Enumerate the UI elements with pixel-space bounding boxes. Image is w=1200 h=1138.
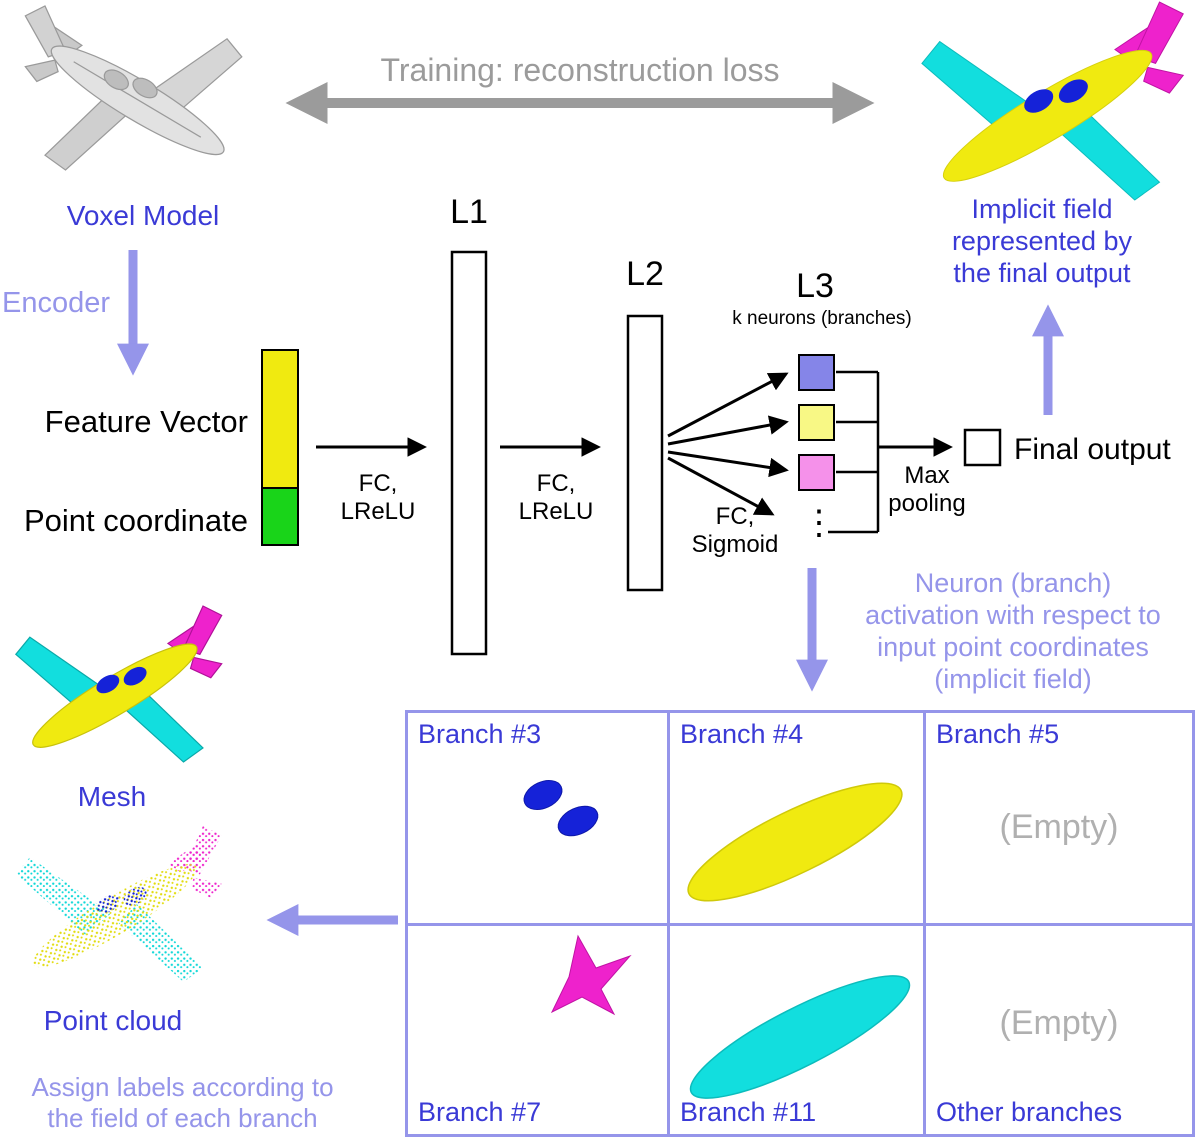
layer-l1-label: L1 [450, 193, 488, 231]
tail-stabilizer-shape [190, 877, 222, 898]
branch-arrow-3 [667, 450, 789, 478]
empty-label: (Empty) [999, 808, 1119, 846]
layer-l2-rect [626, 314, 664, 592]
voxel-model-label: Voxel Model [66, 200, 220, 231]
branch-square-purple [798, 354, 835, 391]
engine-shape [123, 886, 147, 906]
tail-stabilizer-shape [189, 656, 223, 679]
layer-l3-label: L3 [796, 267, 834, 305]
max-pooling-label: Max pooling [888, 462, 966, 518]
branch-cell-7: Branch #7 [408, 926, 670, 1134]
feature-vector-label: Feature Vector [44, 404, 248, 439]
engine-shape [523, 779, 563, 811]
fc-lrelu-label-1: FC, LReLU [340, 470, 416, 526]
vertical-ellipsis-icon: ⋮ [802, 504, 836, 542]
branch-cell-3: Branch #3 [408, 713, 670, 926]
fc-sigmoid-label: FC, Sigmoid [691, 503, 779, 559]
feature-vector-rect [261, 349, 299, 489]
assign-labels-label: Assign labels according to the field of … [31, 1072, 334, 1133]
voxel-airplane [24, 5, 243, 171]
output-airplane [921, 1, 1185, 201]
branch-label: Branch #11 [680, 1097, 817, 1127]
branch-label: Branch #4 [680, 719, 804, 749]
point-cloud-label: Point cloud [43, 1005, 183, 1036]
layer-l1-rect [450, 250, 488, 656]
branch-arrow-1 [667, 372, 789, 438]
branch-arrow-4 [667, 456, 775, 516]
branch4-fuselage [687, 782, 903, 902]
point-cloud-airplane [15, 826, 222, 982]
k-neurons-label: k neurons (branches) [732, 308, 912, 329]
engine-shape [1024, 89, 1054, 113]
branch-label: Branch #5 [936, 719, 1060, 749]
branch-cell-11: Branch #11 [670, 926, 926, 1134]
branch3-engines [523, 779, 599, 837]
tail-stabilizer-shape [24, 59, 59, 83]
engine-shape [123, 666, 147, 686]
final-output-label: Final output [1014, 433, 1171, 466]
implicit-field-label: Implicit field represented by the final … [951, 194, 1133, 288]
layer-l2-label: L2 [626, 255, 664, 293]
mesh-label: Mesh [77, 781, 147, 812]
tail-stabilizer-shape [1143, 66, 1185, 94]
fc-lrelu-label-2: FC, LReLU [518, 470, 594, 526]
branch-grid: Branch #3 Branch #4 Branch #5 (Empty) Br… [405, 710, 1195, 1137]
branch-cell-4: Branch #4 [670, 713, 926, 926]
final-output-rect [963, 428, 1002, 467]
branch-square-pink [798, 454, 835, 491]
point-coordinate-rect [261, 487, 299, 546]
engine-shape [1058, 79, 1088, 103]
branch-cell-other: Other branches (Empty) [926, 926, 1192, 1134]
engine-shape [557, 805, 599, 837]
branch11-wings [689, 975, 911, 1099]
fuselage-shape [32, 864, 197, 968]
engine-shape [132, 77, 158, 99]
engine-shape [96, 674, 120, 694]
point-coordinate-label: Point coordinate [23, 503, 248, 538]
branch-arrow-2 [667, 415, 789, 446]
tail-fin-shape [183, 826, 222, 875]
branch-cell-5: Branch #5 (Empty) [926, 713, 1192, 926]
branch-label: Branch #3 [418, 719, 542, 749]
mesh-airplane [14, 605, 223, 763]
neuron-activation-label: Neuron (branch) activation with respect … [865, 568, 1161, 694]
empty-label: (Empty) [999, 1004, 1119, 1042]
encoder-label: Encoder [2, 287, 111, 319]
branch7-tail [550, 934, 632, 1016]
training-loss-label: Training: reconstruction loss [380, 52, 780, 88]
max-pooling-bracket [828, 370, 880, 534]
branch-label: Branch #7 [418, 1097, 542, 1127]
engine-shape [96, 894, 120, 914]
branch-square-yellow [798, 404, 835, 441]
wing-shape [118, 904, 203, 982]
branch-label: Other branches [936, 1097, 1123, 1127]
engine-shape [103, 69, 129, 91]
